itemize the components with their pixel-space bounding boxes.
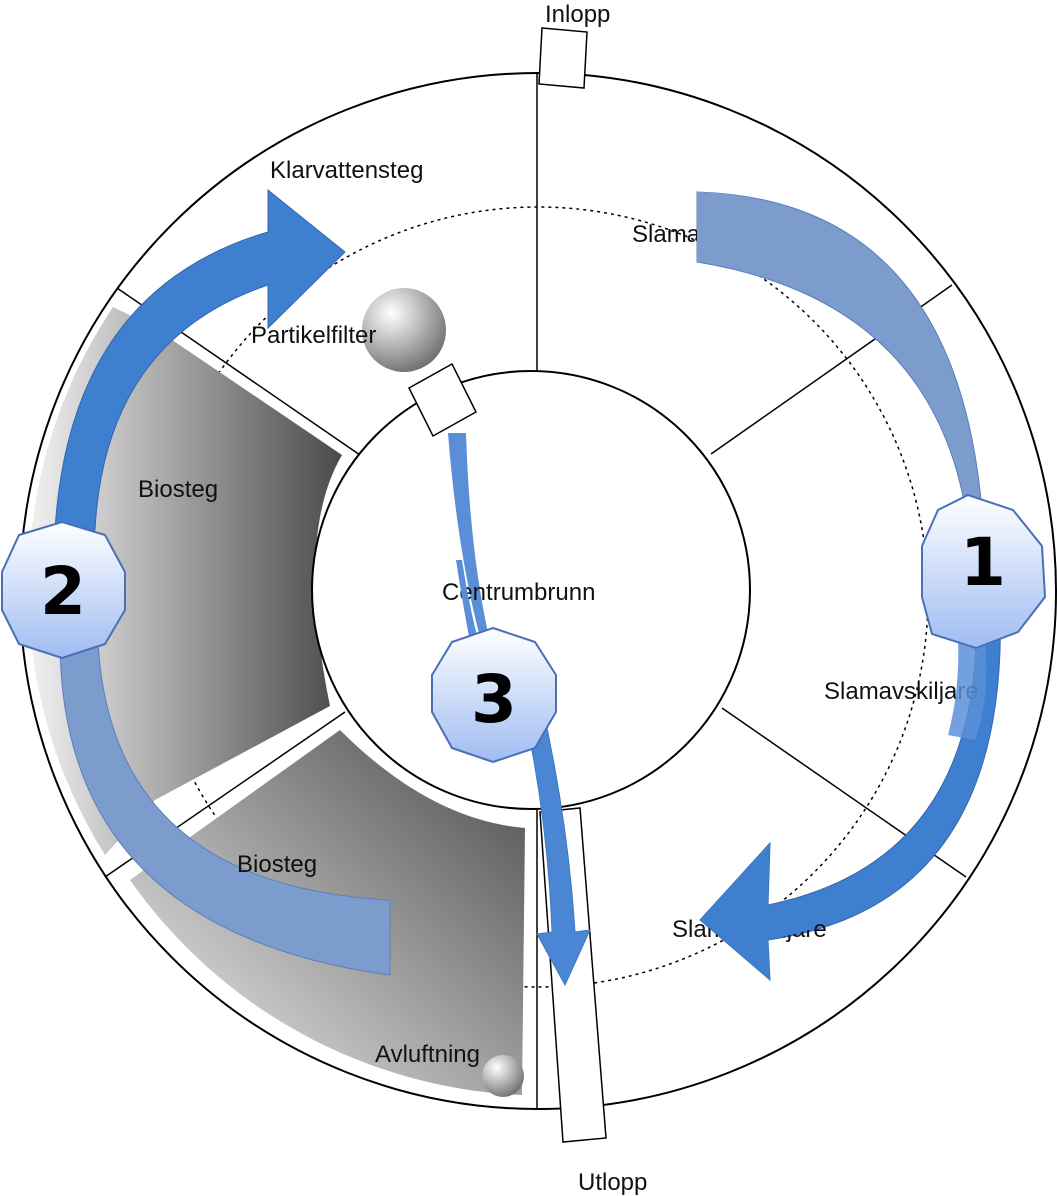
flow-arrow-3-overlay bbox=[456, 560, 478, 642]
label-bio-lower: Biosteg bbox=[237, 851, 317, 878]
badge-1: 1 bbox=[921, 493, 1047, 650]
label-outlet: Utlopp bbox=[578, 1169, 647, 1196]
flow-arrow-2-lower bbox=[59, 639, 391, 976]
badge-1-number: 1 bbox=[960, 524, 1006, 601]
badge-2-number: 2 bbox=[40, 553, 86, 630]
center-well bbox=[311, 370, 751, 810]
badge-3: 3 bbox=[431, 626, 557, 764]
flow-arrow-1-lower-overlay bbox=[948, 640, 987, 740]
flow-arrow-3-lower bbox=[522, 699, 591, 987]
label-bio-upper: Biosteg bbox=[138, 476, 218, 503]
particle-filter-sphere bbox=[362, 288, 446, 372]
flow-arrow-3 bbox=[448, 433, 492, 652]
label-sludge-middle: Slamavskiljare bbox=[824, 678, 979, 705]
badge-3-number: 3 bbox=[471, 661, 517, 738]
center-inlet-box bbox=[408, 362, 477, 438]
flow-arrow-2-upper bbox=[54, 188, 346, 531]
label-inlet: Inlopp bbox=[545, 1, 610, 28]
label-particle-filter: Partikelfilter bbox=[251, 322, 376, 349]
inlet-pipe bbox=[538, 27, 588, 89]
label-clear-water: Klarvattensteg bbox=[270, 157, 423, 184]
aeration-sphere bbox=[482, 1055, 524, 1097]
flow-arrow-1-upper-overlay bbox=[697, 192, 810, 270]
flow-arrow-1-head-overlay bbox=[700, 843, 815, 980]
badge-2: 2 bbox=[0, 520, 126, 660]
label-aeration: Avluftning bbox=[375, 1041, 480, 1068]
